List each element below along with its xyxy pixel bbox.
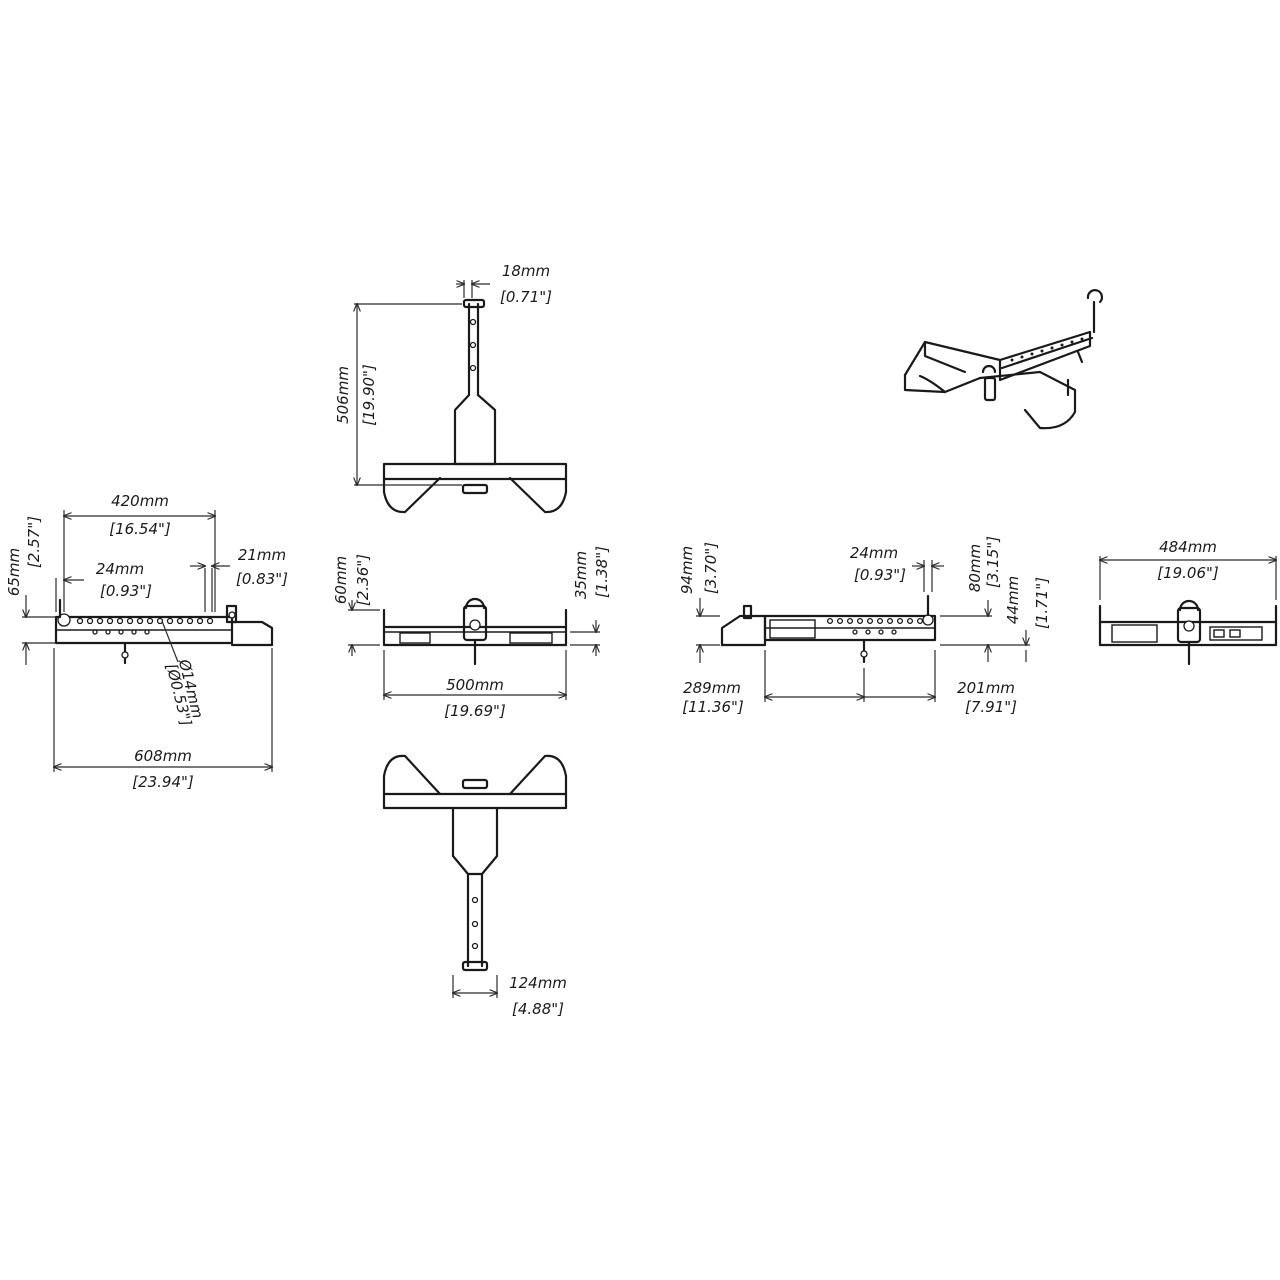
side-left-offset-mm: 24mm xyxy=(96,560,144,578)
bottom-arm-right xyxy=(508,754,568,796)
front-width-mm: 500mm xyxy=(446,676,504,694)
bottom-arm-left xyxy=(382,754,442,796)
iso-shackle-center xyxy=(981,364,997,374)
rear-width-in: [19.06"] xyxy=(1157,564,1219,582)
side-right-pin-in: [3.15"] xyxy=(984,536,1002,588)
top-depth-mm: 506mm xyxy=(334,366,352,424)
side-left-end-mm: 21mm xyxy=(238,546,286,564)
bottom-crossbar xyxy=(382,792,568,810)
iso-hole-row xyxy=(1010,337,1084,362)
side-end-bracket xyxy=(230,620,274,647)
bottom-view: 124mm [4.88"] xyxy=(382,754,568,1018)
isometric-view xyxy=(903,289,1103,430)
hole-row xyxy=(76,617,214,635)
bottom-spine xyxy=(451,806,499,876)
side-left-total-mm: 608mm xyxy=(134,747,192,765)
rear-view: 484mm [19.06"] xyxy=(1098,538,1278,666)
side-right-hole-row xyxy=(826,617,924,635)
top-depth-in: [19.90"] xyxy=(360,364,378,426)
front-rail-mm: 35mm xyxy=(572,551,590,599)
front-view: 60mm [2.36"] 35mm [1.38"] 500mm [19.69"] xyxy=(332,546,611,720)
top-pin xyxy=(462,298,486,309)
top-pin-mm: 18mm xyxy=(502,262,550,280)
top-spine xyxy=(453,393,497,466)
front-height-in: [2.36"] xyxy=(354,554,372,606)
side-right-b-in: [7.91"] xyxy=(965,698,1017,716)
side-right-height-in: [3.70"] xyxy=(702,542,720,594)
top-view: 18mm [0.71"] 506mm [19.90"] xyxy=(334,262,568,514)
iso-frame-top xyxy=(903,330,1092,377)
side-left-end-in: [0.83"] xyxy=(236,570,288,588)
bottom-bar-in: [4.88"] xyxy=(512,1000,564,1018)
side-right-pin-mm: 80mm xyxy=(966,544,984,592)
pin-hole-right xyxy=(922,614,934,626)
top-arm-left xyxy=(382,476,442,514)
side-right-height-mm: 94mm xyxy=(678,546,696,594)
top-crossbar xyxy=(382,462,568,481)
side-right-a-in: [11.36"] xyxy=(682,698,744,716)
side-left-length-a-in: [16.54"] xyxy=(109,520,171,538)
side-right-rail-in: [1.71"] xyxy=(1033,577,1051,629)
side-left-height-mm: 65mm xyxy=(5,548,23,596)
side-left-total-in: [23.94"] xyxy=(132,773,194,791)
side-left-height-in: [2.57"] xyxy=(25,516,43,568)
side-right-rail-mm: 44mm xyxy=(1004,576,1022,624)
top-arm-right xyxy=(508,476,568,514)
front-width-in: [19.69"] xyxy=(444,702,506,720)
side-right-offset-in: [0.93"] xyxy=(854,566,906,584)
bottom-bar-mm: 124mm xyxy=(509,974,567,992)
side-right-offset-mm: 24mm xyxy=(850,544,898,562)
rear-width-mm: 484mm xyxy=(1159,538,1217,556)
side-right-b-mm: 201mm xyxy=(957,679,1015,697)
side-view-right: 94mm [3.70"] 24mm [0.93"] 80mm [3.15"] 4… xyxy=(678,536,1051,716)
top-pin-in: [0.71"] xyxy=(500,288,552,306)
side-view-left: 65mm [2.57"] 420mm [16.54"] 24mm [0.93"]… xyxy=(5,492,288,791)
side-left-length-a-mm: 420mm xyxy=(111,492,169,510)
side-right-end-bracket xyxy=(720,614,767,647)
side-right-a-mm: 289mm xyxy=(683,679,741,697)
front-height-mm: 60mm xyxy=(332,556,350,604)
iso-frame-bottom xyxy=(978,370,1077,430)
front-rail-in: [1.38"] xyxy=(593,546,611,598)
side-left-offset-in: [0.93"] xyxy=(100,582,152,600)
iso-shackle-top xyxy=(1086,289,1103,304)
